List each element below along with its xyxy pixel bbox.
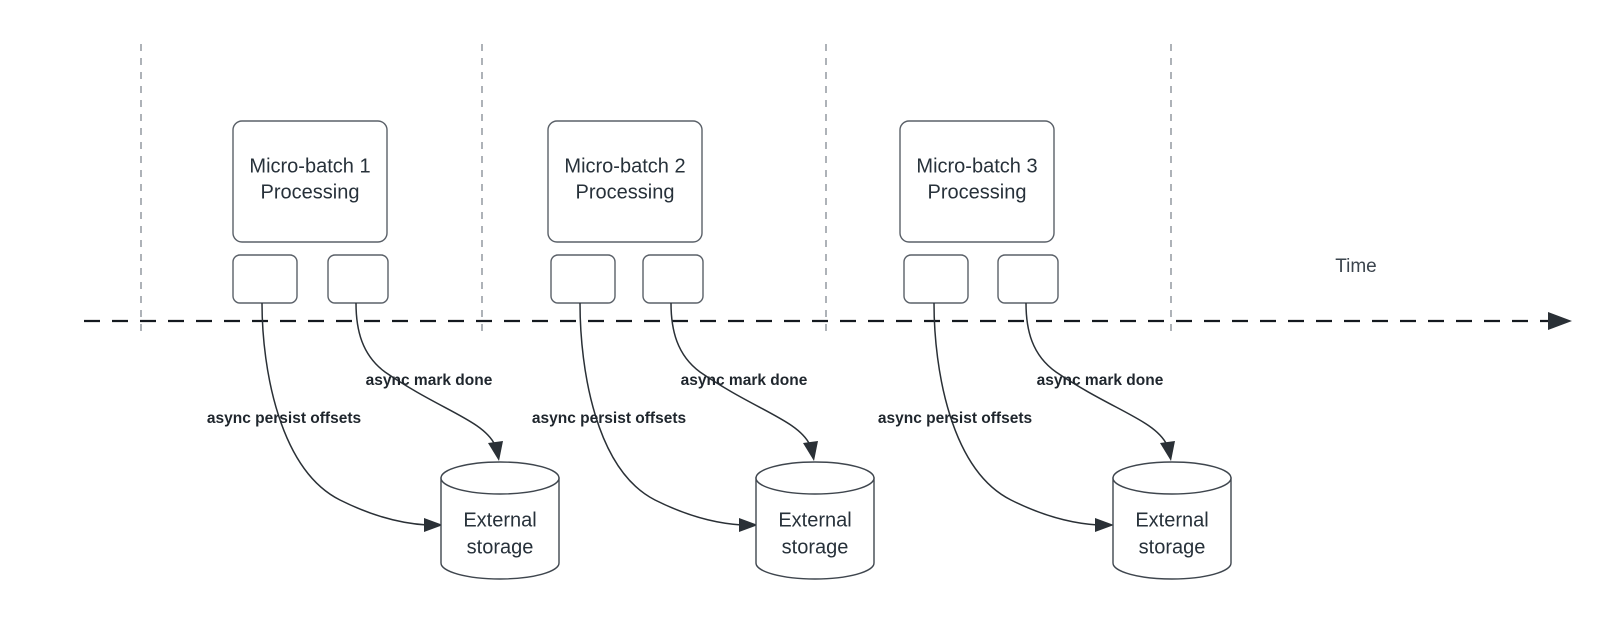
micro-batch-2-task-box-a[interactable] [550, 254, 616, 304]
time-axis-arrowhead [1548, 312, 1572, 330]
micro-batch-3-persist-offsets-arrow [933, 302, 1099, 526]
tick-line-group [140, 44, 1172, 336]
micro-batch-3-task-box-a[interactable] [903, 254, 969, 304]
external-storage-1-label-line2: storage [467, 536, 534, 558]
external-storage-2-body [755, 477, 875, 580]
external-storage-3-label-line1: External [1135, 509, 1208, 531]
micro-batch-1-mark-done-arrow [355, 302, 496, 446]
external-storage-3[interactable]: External storage [1112, 461, 1232, 580]
micro-batch-3-mark-done-arrow [1025, 302, 1168, 446]
micro-batch-1-label-line1: Micro-batch 1 [249, 155, 370, 177]
external-storage-1[interactable]: External storage [440, 461, 560, 580]
external-storage-1-top [440, 461, 560, 495]
micro-batch-2-task-box-b[interactable] [642, 254, 704, 304]
micro-batch-2-box[interactable] [547, 120, 703, 243]
external-storage-3-body [1112, 477, 1232, 580]
micro-batch-3-box[interactable] [899, 120, 1055, 243]
micro-batch-1-persist-offsets-arrowhead [424, 518, 443, 532]
micro-batch-1-group: Micro-batch 1 Processing async persist o… [207, 120, 560, 580]
micro-batch-2-mark-done-label: async mark done [681, 372, 808, 389]
micro-batch-2-label-line2: Processing [576, 181, 675, 203]
micro-batch-1-mark-done-label: async mark done [366, 372, 493, 389]
micro-batch-2-persist-offsets-arrow [579, 302, 743, 526]
external-storage-3-top [1112, 461, 1232, 495]
external-storage-2-top [755, 461, 875, 495]
micro-batch-3-label-line2: Processing [928, 181, 1027, 203]
external-storage-2[interactable]: External storage [755, 461, 875, 580]
micro-batch-3-persist-offsets-arrowhead [1095, 518, 1114, 532]
external-storage-1-label-line1: External [463, 509, 536, 531]
micro-batch-2-persist-offsets-label: async persist offsets [532, 410, 686, 427]
micro-batch-3-persist-offsets-label: async persist offsets [878, 410, 1032, 427]
external-storage-1-body [440, 477, 560, 580]
micro-batch-1-task-box-a[interactable] [232, 254, 298, 304]
micro-batch-1-mark-done-arrowhead [488, 441, 503, 461]
micro-batch-3-label-line1: Micro-batch 3 [916, 155, 1037, 177]
micro-batch-1-box[interactable] [232, 120, 388, 243]
micro-batch-3-mark-done-label: async mark done [1037, 372, 1164, 389]
micro-batch-1-persist-offsets-label: async persist offsets [207, 410, 361, 427]
external-storage-2-label-line2: storage [782, 536, 849, 558]
micro-batch-1-label-line2: Processing [261, 181, 360, 203]
micro-batch-2-label-line1: Micro-batch 2 [564, 155, 685, 177]
micro-batch-2-group: Micro-batch 2 Processing async persist o… [532, 120, 875, 580]
micro-batch-1-task-box-b[interactable] [327, 254, 389, 304]
micro-batch-2-mark-done-arrowhead [803, 441, 818, 461]
micro-batch-2-mark-done-arrow [670, 302, 811, 446]
micro-batch-1-persist-offsets-arrow [261, 302, 428, 526]
micro-batch-3-task-box-b[interactable] [997, 254, 1059, 304]
external-storage-3-label-line2: storage [1139, 536, 1206, 558]
micro-batch-3-mark-done-arrowhead [1160, 441, 1175, 461]
time-axis-label: Time [1335, 256, 1377, 277]
external-storage-2-label-line1: External [778, 509, 851, 531]
micro-batch-2-persist-offsets-arrowhead [739, 518, 758, 532]
micro-batch-3-group: Micro-batch 3 Processing async persist o… [878, 120, 1232, 580]
time-axis: Time [84, 256, 1572, 330]
